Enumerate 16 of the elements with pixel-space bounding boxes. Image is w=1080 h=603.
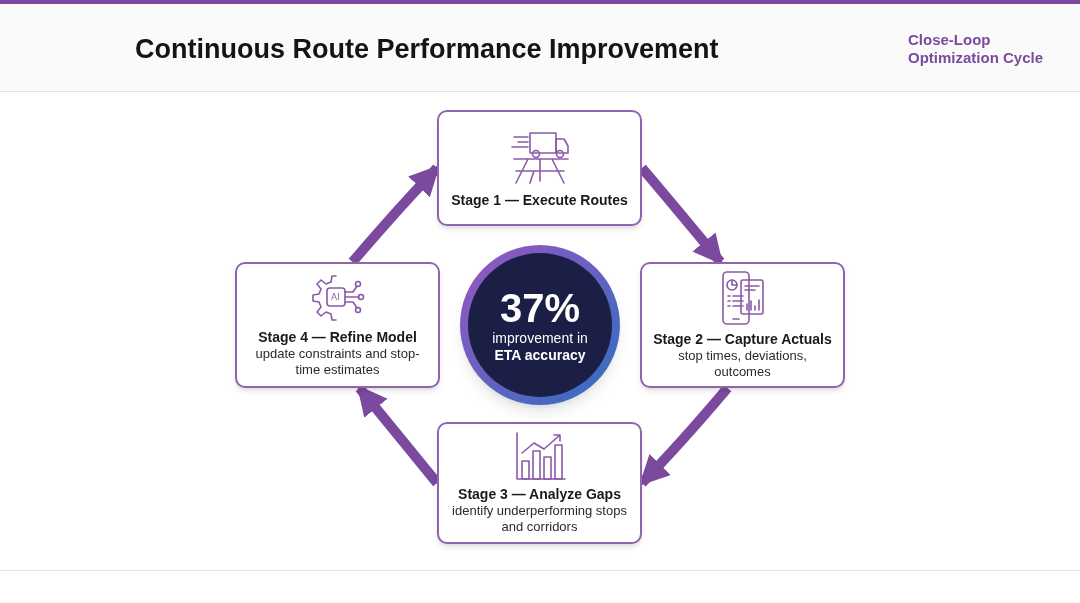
icon-label: AI [330, 292, 341, 302]
stage-title: Stage 3 — Analyze Gaps [458, 485, 621, 503]
stage-title: Stage 2 — Capture Actuals [653, 330, 832, 348]
stat-value: 37% [499, 286, 581, 330]
stage-description: stop times, deviations, outcomes [677, 348, 808, 380]
title: Continuous Route Performance Improvement [135, 33, 719, 66]
stage-card [437, 110, 642, 226]
stage-card [437, 422, 642, 544]
stage-title: Stage 4 — Refine Model [258, 328, 417, 346]
stage-card [235, 262, 440, 388]
stat-caption: improvement in ETA accuracy [491, 330, 589, 364]
stage-description: identify underperforming stops and corridors [451, 503, 628, 535]
stage-card [640, 262, 845, 388]
stage-description: update constraints and stop-time estimates [254, 346, 421, 378]
subtitle: Close-Loop Optimization Cycle [908, 31, 1045, 67]
stage-title: Stage 1 — Execute Routes [451, 191, 628, 209]
